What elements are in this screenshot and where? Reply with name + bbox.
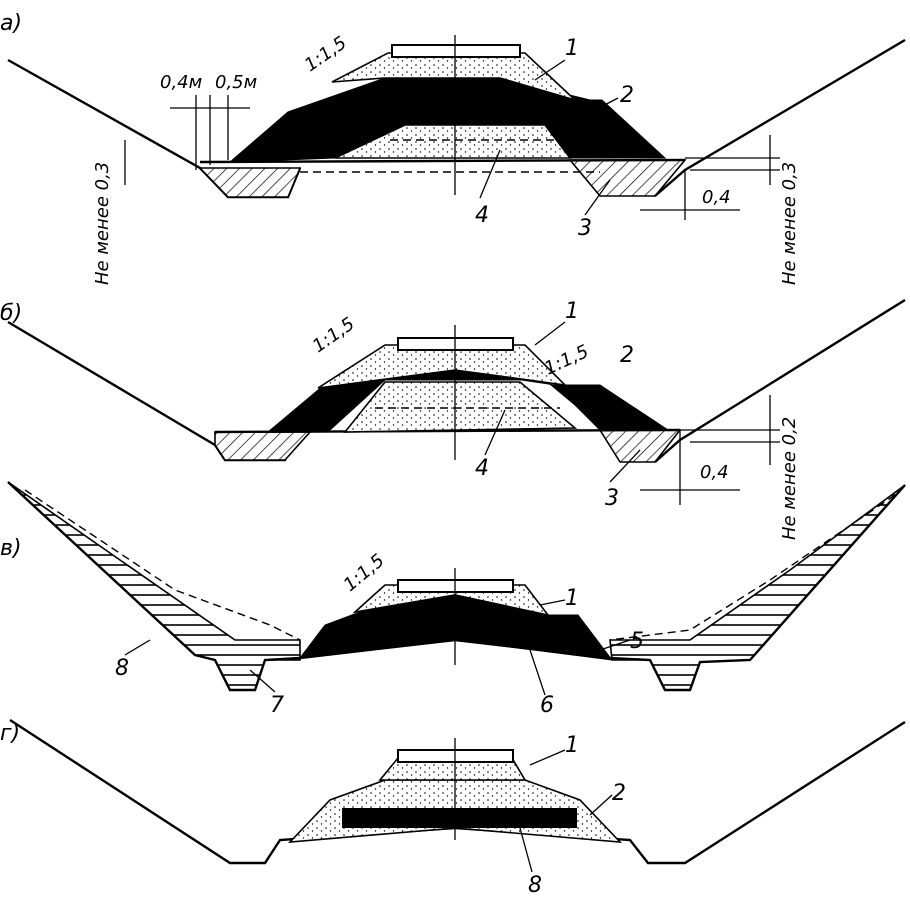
leader (484, 409, 506, 456)
sleeper (391, 44, 521, 58)
panel-b-label: б) (0, 301, 22, 326)
leader (599, 639, 631, 651)
leader (534, 321, 566, 346)
dim-label: 0,4 (700, 462, 729, 483)
callout-4: 4 (475, 456, 489, 481)
leader (124, 639, 151, 656)
layer-8-left (7, 481, 301, 691)
min-depth-label: Не менее 0,3 (92, 162, 113, 285)
right-drainage-layer (568, 159, 687, 197)
leader (249, 669, 276, 693)
callout-1: 1 (565, 36, 579, 61)
panel-c-label: в) (0, 536, 22, 561)
panel-c: в) 1:1,5 1 5 6 7 8 (0, 481, 906, 718)
callout-3: 3 (578, 216, 592, 241)
leader (534, 59, 566, 81)
callout-2: 2 (620, 83, 634, 108)
panel-a-label: а) (0, 11, 22, 36)
callout-6: 6 (540, 693, 554, 718)
layer-4-sand (343, 381, 578, 433)
ballast-1 (331, 52, 576, 101)
slope-label: 1:1,5 (309, 313, 359, 357)
leader (584, 179, 611, 216)
dim-label: 0,4м (160, 72, 202, 93)
leader (529, 649, 546, 696)
slope-label: 1:1,5 (301, 32, 351, 76)
dashed-line (609, 494, 896, 641)
callout-1: 1 (565, 586, 579, 611)
min-depth-label: Не менее 0,2 (779, 417, 800, 540)
callout-3: 3 (605, 486, 619, 511)
slope-label: 1:1,5 (541, 341, 592, 380)
callout-1: 1 (565, 299, 579, 324)
layer-4-sand (334, 124, 572, 159)
leader (539, 599, 566, 606)
left-drainage-layer (214, 431, 312, 461)
callout-4: 4 (475, 203, 489, 228)
callout-7: 7 (270, 693, 284, 718)
callout-5: 5 (630, 629, 644, 654)
callout-2: 2 (620, 343, 634, 368)
ground-line (199, 158, 686, 164)
leader (609, 449, 641, 483)
callout-2: 2 (612, 781, 626, 806)
leader (519, 827, 533, 873)
callout-8: 8 (528, 873, 542, 898)
ballast-1 (317, 344, 568, 389)
dim-label: 0,5м (215, 72, 257, 93)
callout-8: 8 (115, 656, 129, 681)
leader (479, 149, 501, 199)
leader (589, 794, 613, 816)
leader (594, 97, 619, 111)
layer-8-right (609, 484, 906, 691)
min-depth-label: Не менее 0,3 (779, 162, 800, 285)
panel-b: б) 1:1,5 1:1,5 Не менее 0,2 0,4 1 2 3 4 (0, 298, 906, 540)
dim-label: 0,4 (702, 187, 731, 208)
panel-a: а) 1:1,5 0,4м 0,5м Не менее 0,3 Не менее… (0, 11, 906, 285)
layer-8-black (342, 808, 577, 828)
callout-1: 1 (565, 733, 579, 758)
right-drainage-layer (598, 429, 682, 463)
left-drainage-layer (198, 167, 302, 198)
panel-d-label: г) (0, 721, 20, 746)
panel-d: г) 1 2 8 (0, 718, 906, 898)
leader (529, 749, 566, 766)
